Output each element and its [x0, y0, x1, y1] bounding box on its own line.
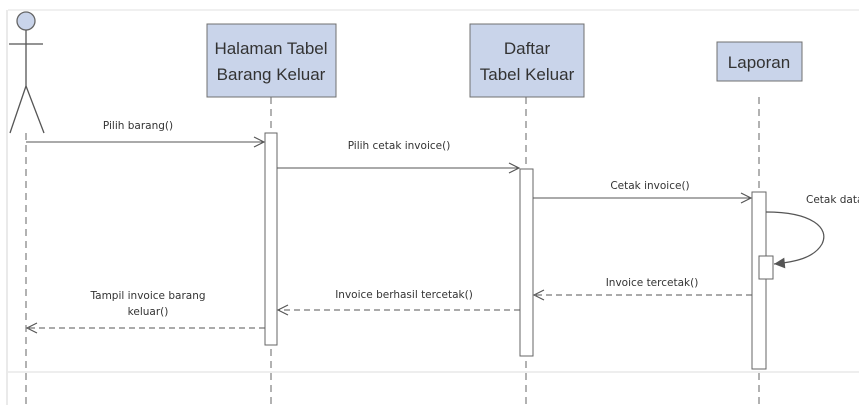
- message-cetak-invoice-label: Cetak invoice(): [610, 180, 689, 192]
- message-tampil-invoice-label-line1: Tampil invoice barang: [89, 290, 205, 302]
- message-pilih-cetak-invoice-label: Pilih cetak invoice(): [348, 140, 451, 152]
- actor-figure: [9, 11, 45, 134]
- activation-daftar: [519, 168, 534, 357]
- participant-daftar-box: [469, 23, 585, 98]
- activation-laporan-nested: [758, 255, 774, 280]
- message-cetak-data-label: Cetak data: [806, 194, 859, 206]
- message-invoice-berhasil-tercetak-label: Invoice berhasil tercetak(): [335, 289, 473, 301]
- participant-halaman-line1: Halaman Tabel: [214, 39, 327, 58]
- participant-halaman-box: [206, 23, 337, 98]
- participant-laporan-box: [716, 41, 803, 82]
- activation-laporan: [751, 191, 767, 370]
- actor-right-leg: [25, 85, 45, 134]
- message-invoice-tercetak-label: Invoice tercetak(): [606, 277, 699, 289]
- actor-head: [16, 11, 36, 31]
- activation-halaman: [264, 132, 278, 346]
- message-cetak-data-arrow: [765, 211, 825, 269]
- participant-laporan: Laporan: [716, 41, 803, 82]
- participant-laporan-label: Laporan: [728, 53, 790, 72]
- participant-daftar-line2: Tabel Keluar: [480, 65, 575, 84]
- participant-daftar-line1: Daftar: [504, 39, 551, 58]
- actor-left-leg: [9, 85, 27, 134]
- message-pilih-barang-label: Pilih barang(): [103, 120, 173, 132]
- participant-halaman-line2: Barang Keluar: [217, 65, 326, 84]
- participant-daftar: Daftar Tabel Keluar: [469, 23, 585, 98]
- message-tampil-invoice-label-line2: keluar(): [128, 306, 169, 318]
- participant-halaman: Halaman Tabel Barang Keluar: [206, 23, 337, 98]
